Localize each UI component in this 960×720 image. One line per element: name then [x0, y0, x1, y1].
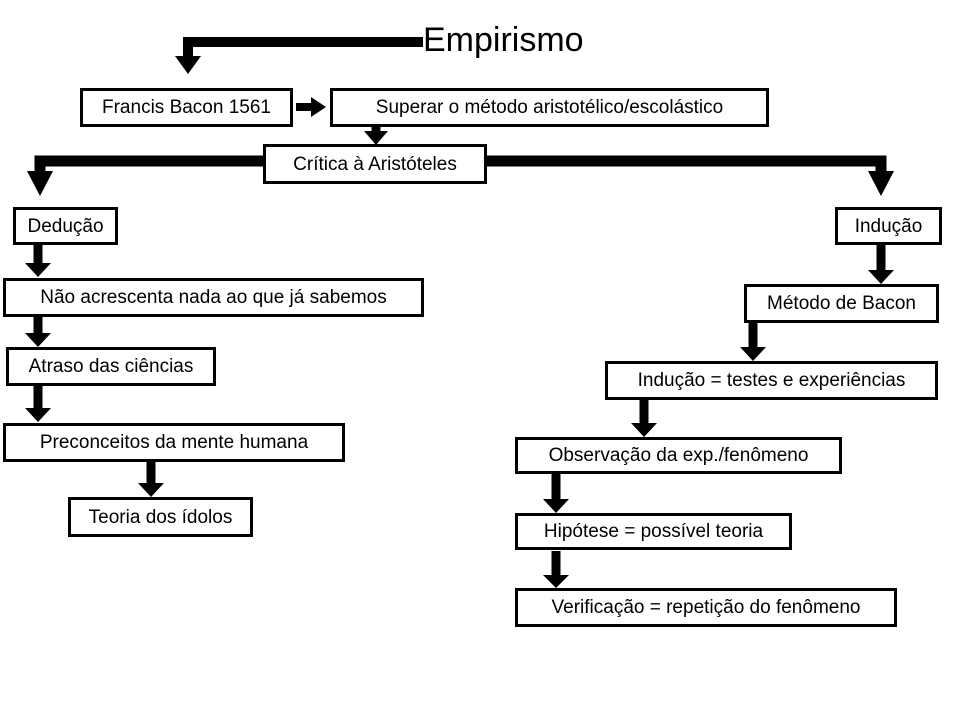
- arrow-observacao-to-hipotese: [543, 474, 569, 513]
- arrow-inducao-testes-to-observacao: [631, 400, 657, 437]
- node-verificacao: Verificação = repetição do fenômeno: [515, 588, 897, 627]
- arrow-atraso-to-preconceitos: [25, 386, 51, 422]
- node-preconceitos: Preconceitos da mente humana: [3, 423, 345, 462]
- node-inducao-testes: Indução = testes e experiências: [605, 361, 938, 400]
- diagram-title: Empirismo: [423, 21, 584, 59]
- arrow-title-to-francis-bacon: [175, 37, 423, 74]
- node-hipotese: Hipótese = possível teoria: [515, 513, 792, 550]
- node-superar: Superar o método aristotélico/escolástic…: [330, 88, 769, 127]
- arrow-superar-to-critica: [364, 127, 388, 145]
- arrow-francis-bacon-to-superar: [296, 97, 326, 117]
- node-critica: Crítica à Aristóteles: [263, 144, 487, 184]
- arrow-metodo-to-inducao-testes: [740, 323, 766, 361]
- arrow-critica-to-inducao: [487, 155, 894, 196]
- node-nao-acrescenta: Não acrescenta nada ao que já sabemos: [3, 278, 424, 317]
- arrow-preconceitos-to-teoria: [138, 461, 164, 497]
- arrow-deducao-to-nao-acrescenta: [25, 245, 51, 277]
- arrow-critica-to-deducao: [27, 155, 263, 196]
- node-observacao: Observação da exp./fenômeno: [515, 437, 842, 474]
- node-deducao: Dedução: [13, 207, 118, 245]
- arrow-nao-acrescenta-to-atraso: [25, 317, 51, 347]
- node-atraso: Atraso das ciências: [6, 347, 216, 386]
- node-inducao: Indução: [835, 207, 942, 245]
- arrow-hipotese-to-verificacao: [543, 551, 569, 588]
- node-teoria-idolos: Teoria dos ídolos: [68, 497, 253, 537]
- node-metodo-bacon: Método de Bacon: [744, 284, 939, 323]
- node-francis-bacon: Francis Bacon 1561: [80, 88, 293, 127]
- arrow-inducao-to-metodo: [868, 245, 894, 284]
